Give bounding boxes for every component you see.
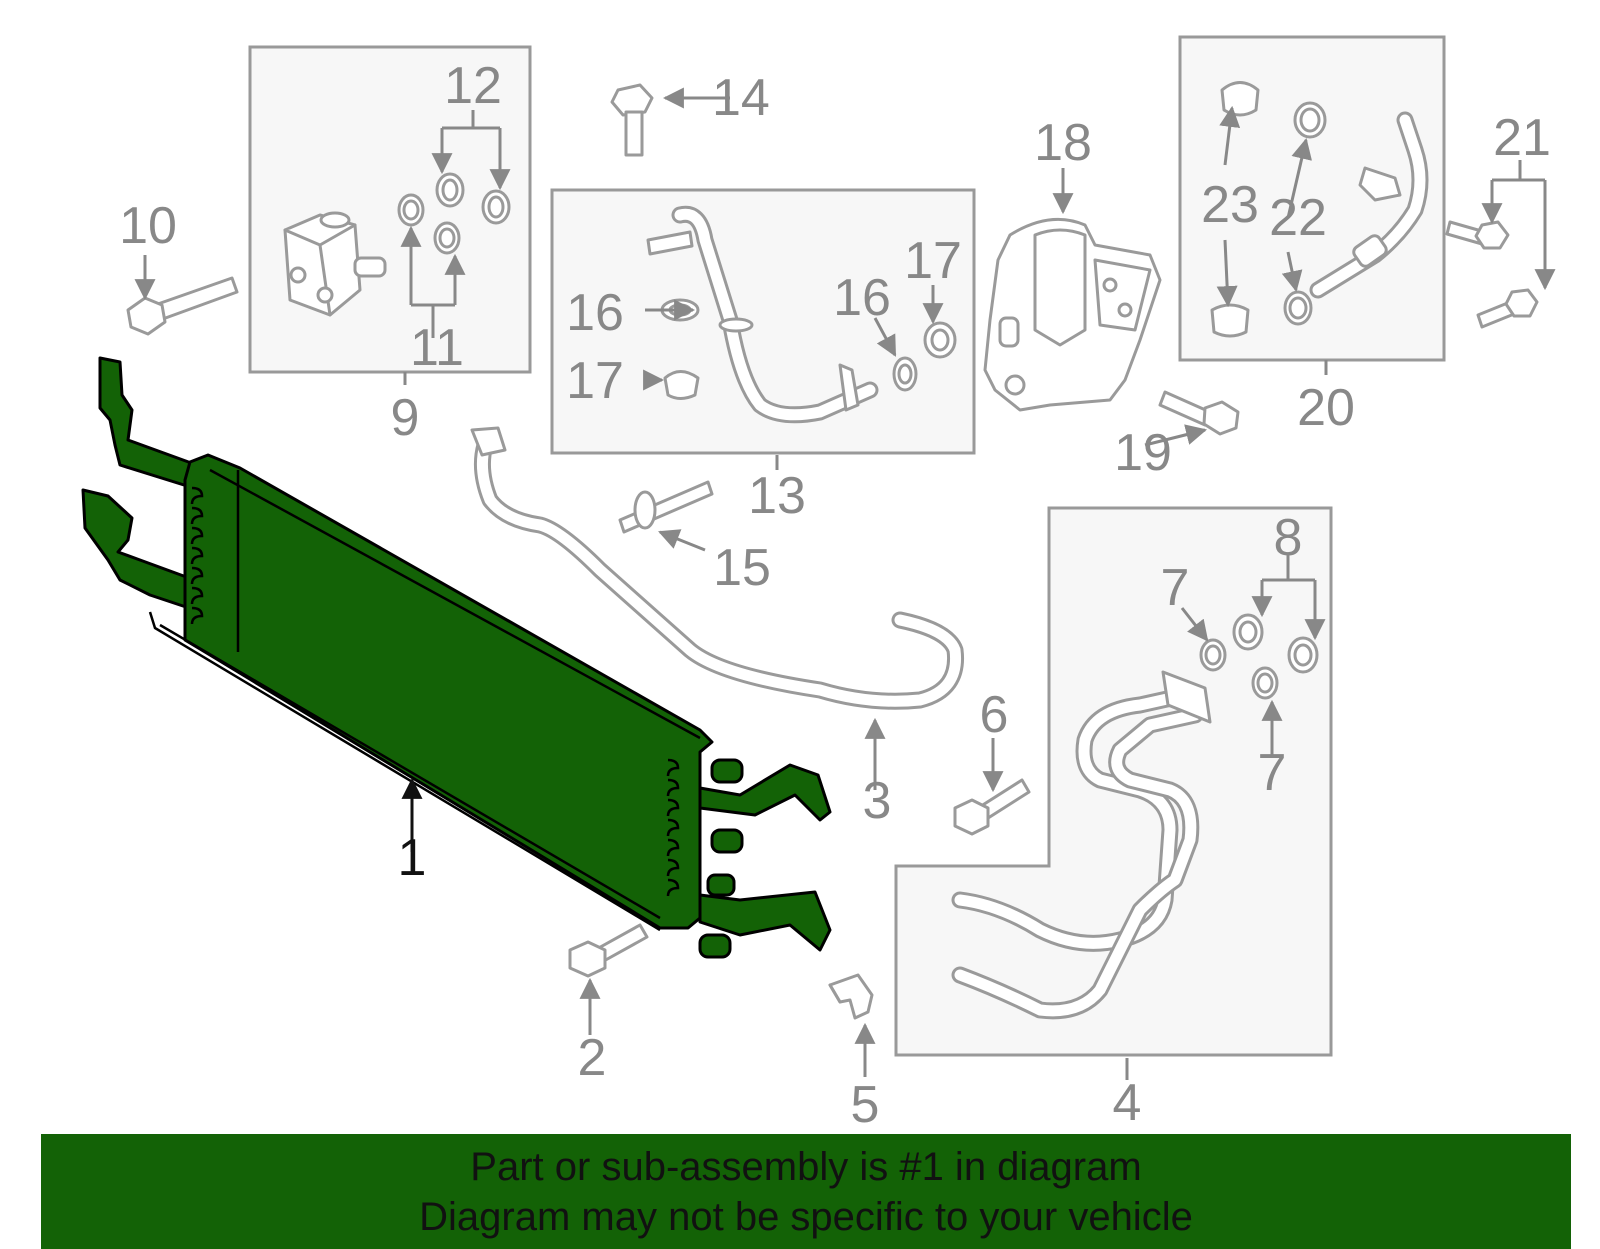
callout-17b: 17 (904, 232, 962, 290)
tube-assembly-part-4[interactable] (951, 670, 1212, 1020)
callout-4: 4 (1113, 1074, 1142, 1132)
callout-2: 2 (578, 1029, 607, 1087)
info-banner: Part or sub-assembly is #1 in diagram Di… (41, 1134, 1571, 1249)
bolt-part-21[interactable] (1445, 220, 1539, 329)
o-ring-part-7[interactable] (1199, 638, 1279, 700)
callout-8: 8 (1274, 509, 1303, 567)
o-ring-part-22[interactable] (1283, 101, 1327, 326)
callout-7b: 7 (1258, 744, 1287, 802)
bolt-part-19[interactable] (1158, 390, 1240, 436)
seal-part-17[interactable] (663, 321, 957, 400)
oil-cooler-part-1[interactable] (81, 356, 832, 959)
callout-13: 13 (748, 467, 806, 525)
bolt-part-6[interactable] (953, 778, 1031, 836)
callout-7a: 7 (1161, 559, 1190, 617)
callout-1: 1 (398, 829, 427, 887)
callout-9: 9 (391, 389, 420, 447)
callout-21: 21 (1493, 109, 1551, 167)
callout-6: 6 (980, 686, 1009, 744)
tube-assembly-part-20[interactable] (1309, 111, 1429, 299)
tube-assembly-part-13[interactable] (646, 205, 879, 424)
callout-15: 15 (713, 539, 771, 597)
leader-lines (134, 87, 1556, 1080)
callout-19: 19 (1114, 424, 1172, 482)
callout-14: 14 (712, 69, 770, 127)
clip-part-5[interactable] (828, 973, 874, 1020)
callout-16b: 16 (833, 269, 891, 327)
filter-housing-part-18[interactable] (983, 217, 1162, 412)
callout-11: 11 (410, 319, 464, 377)
callout-5: 5 (851, 1076, 880, 1134)
callout-17a: 17 (566, 352, 624, 410)
banner-line-part-info: Part or sub-assembly is #1 in diagram (470, 1145, 1142, 1189)
pin-part-15[interactable] (618, 480, 714, 534)
bolt-part-14[interactable] (610, 83, 654, 157)
callout-3: 3 (863, 772, 892, 830)
bolt-part-2[interactable] (568, 923, 649, 978)
callout-23: 23 (1201, 176, 1259, 234)
hose-part-3[interactable] (470, 426, 965, 710)
callout-20: 20 (1297, 379, 1355, 437)
callout-10: 10 (119, 197, 177, 255)
callout-16a: 16 (566, 284, 624, 342)
banner-line-disclaimer: Diagram may not be specific to your vehi… (419, 1195, 1193, 1239)
callout-22: 22 (1269, 189, 1327, 247)
adapter-block-part-9[interactable] (283, 211, 387, 317)
callout-12: 12 (444, 57, 502, 115)
callout-18: 18 (1034, 114, 1092, 172)
bolt-part-10[interactable] (126, 276, 239, 336)
